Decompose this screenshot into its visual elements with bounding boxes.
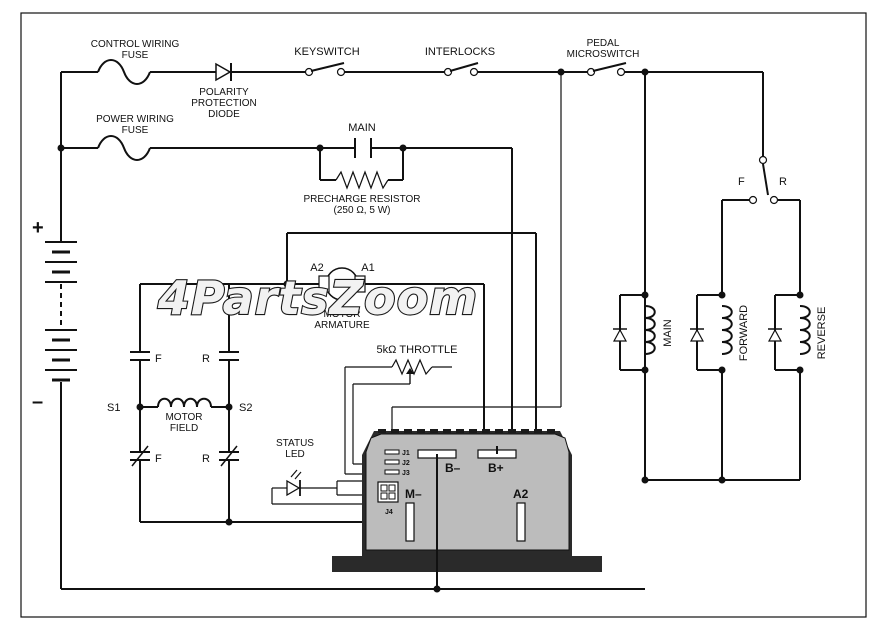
precharge-label-1: PRECHARGE RESISTOR bbox=[303, 194, 420, 205]
s2-label: S2 bbox=[239, 402, 252, 414]
armature-label-1: MOTOR bbox=[323, 309, 360, 320]
main-contactor-icon bbox=[354, 138, 372, 158]
a2-terminal bbox=[516, 502, 526, 542]
pedal-label-2: MICROSWITCH bbox=[567, 49, 640, 60]
power-fuse-label-2: FUSE bbox=[122, 125, 149, 136]
status-led-label-1: STATUS bbox=[276, 438, 314, 449]
fr-r-label: R bbox=[779, 176, 787, 188]
battery bbox=[45, 72, 77, 589]
pedal-label-1: PEDAL bbox=[587, 38, 620, 49]
b-minus-label: B– bbox=[445, 461, 461, 475]
diode-label-2: PROTECTION bbox=[191, 98, 257, 109]
status-led-label-2: LED bbox=[285, 449, 304, 460]
fr-f-label: F bbox=[738, 176, 745, 188]
polarity-diode-icon bbox=[215, 62, 232, 82]
main-coil-icon bbox=[612, 294, 656, 371]
keyswitch-label: KEYSWITCH bbox=[294, 46, 359, 58]
contact-f-top-icon bbox=[130, 351, 150, 361]
control-fuse-label-1: CONTROL WIRING bbox=[91, 39, 180, 50]
diode-label-3: DIODE bbox=[208, 109, 240, 120]
interlocks-icon bbox=[443, 62, 479, 77]
a2-controller-label: A2 bbox=[513, 487, 529, 501]
f-top-label: F bbox=[155, 353, 162, 365]
control-fuse-label-2: FUSE bbox=[122, 50, 149, 61]
r-bottom-label: R bbox=[202, 453, 210, 465]
field-label-2: FIELD bbox=[170, 423, 198, 434]
a2-label: A2 bbox=[310, 262, 323, 274]
fr-switch-icon bbox=[722, 155, 800, 205]
control-row-wiring bbox=[61, 59, 764, 480]
j1-label: J1 bbox=[402, 450, 410, 457]
coil-main-label: MAIN bbox=[662, 319, 674, 347]
controller-j-pins bbox=[384, 449, 400, 475]
j3-label: J3 bbox=[402, 470, 410, 477]
diode-label-1: POLARITY bbox=[199, 87, 249, 98]
f-bottom-label: F bbox=[155, 453, 162, 465]
power-fuse-label-1: POWER WIRING bbox=[96, 114, 174, 125]
forward-coil-icon bbox=[689, 294, 733, 371]
pedal-microswitch-icon bbox=[586, 62, 627, 77]
contact-r-top-icon bbox=[219, 351, 239, 361]
throttle-wiper-icon bbox=[406, 368, 414, 384]
m-minus-label: M– bbox=[405, 487, 422, 501]
r-top-label: R bbox=[202, 353, 210, 365]
battery-minus-label: – bbox=[32, 391, 43, 413]
main-contactor-label: MAIN bbox=[348, 122, 376, 134]
j4-label: J4 bbox=[385, 509, 393, 516]
s1-label: S1 bbox=[107, 402, 120, 414]
b-plus-label: B+ bbox=[488, 461, 504, 475]
motor-armature-icon bbox=[318, 267, 366, 301]
throttle-label: 5kΩ THROTTLE bbox=[377, 344, 458, 356]
contact-f-bottom-icon bbox=[130, 445, 150, 467]
j2-label: J2 bbox=[402, 460, 410, 467]
coil-forward-label: FORWARD bbox=[738, 305, 750, 361]
controller-box bbox=[332, 429, 602, 572]
watermark: 4PartsZoom bbox=[157, 271, 478, 325]
a1-label: A1 bbox=[361, 262, 374, 274]
controller-j4-connector bbox=[377, 481, 399, 503]
m-minus-terminal bbox=[405, 502, 415, 542]
interlocks-label: INTERLOCKS bbox=[425, 46, 495, 58]
diagram-frame bbox=[20, 12, 867, 618]
field-label-1: MOTOR bbox=[165, 412, 202, 423]
battery-plus-label: + bbox=[32, 217, 44, 239]
coil-reverse-label: REVERSE bbox=[816, 307, 828, 360]
keyswitch-icon bbox=[304, 62, 346, 77]
armature-label-2: ARMATURE bbox=[314, 320, 370, 331]
motor-field-coil-icon bbox=[157, 397, 212, 408]
contact-r-bottom-icon bbox=[219, 445, 239, 467]
reverse-coil-icon bbox=[767, 294, 811, 371]
precharge-label-2: (250 Ω, 5 W) bbox=[334, 205, 391, 216]
